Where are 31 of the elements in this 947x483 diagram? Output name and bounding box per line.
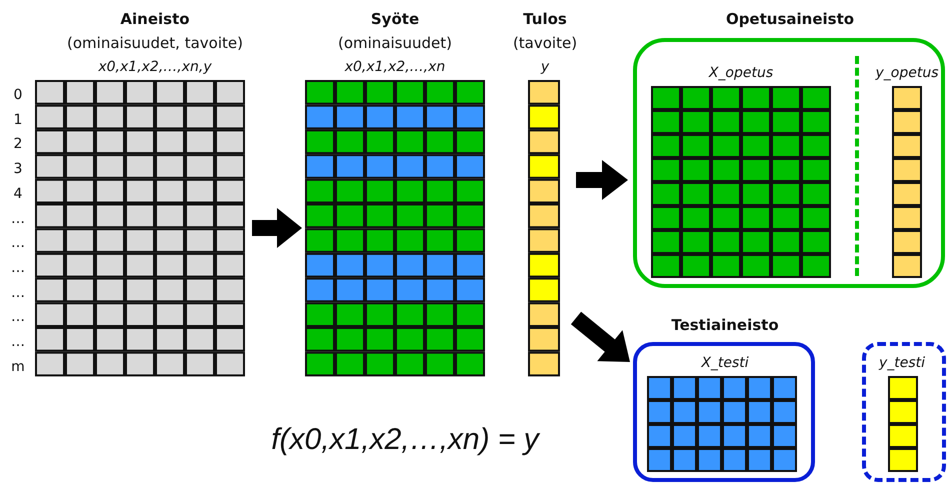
row-label: … [11, 212, 25, 226]
block-arrow [570, 312, 630, 362]
column-header: y [540, 60, 550, 74]
grid-caption: X_testi [701, 356, 749, 370]
block-arrow [576, 160, 628, 200]
column-header: x0,x1,x2,…,xn,y [98, 60, 212, 74]
row-label: … [11, 286, 25, 300]
column-header: x0,x1,x2,…,xn [344, 60, 446, 74]
row-label: 0 [14, 88, 22, 102]
table-heading: Syöte [370, 12, 420, 27]
group-heading: Testiaineisto [671, 318, 779, 333]
block-arrow [252, 208, 302, 248]
table-subheading: (ominaisuudet, tavoite) [67, 36, 243, 51]
grid-caption: y_testi [878, 356, 926, 370]
table-subheading: (tavoite) [512, 36, 578, 51]
row-label: … [11, 310, 25, 324]
row-label: … [11, 335, 25, 349]
row-label: 4 [14, 186, 22, 201]
grid-caption: y_opetus [876, 66, 938, 80]
row-label: 2 [14, 137, 22, 152]
row-label: 1 [14, 112, 22, 127]
row-label: … [11, 236, 25, 250]
group-heading: Opetusaineisto [726, 12, 854, 27]
formula: f(x0,x1,x2,…,xn) = y [271, 425, 539, 455]
table-heading: Aineisto [120, 12, 190, 27]
table-heading: Tulos [523, 12, 567, 27]
row-label: m [11, 360, 25, 374]
table-subheading: (ominaisuudet) [338, 36, 452, 51]
row-label: 3 [14, 162, 22, 176]
grid-caption: X_opetus [708, 66, 774, 80]
row-label: … [11, 260, 25, 275]
